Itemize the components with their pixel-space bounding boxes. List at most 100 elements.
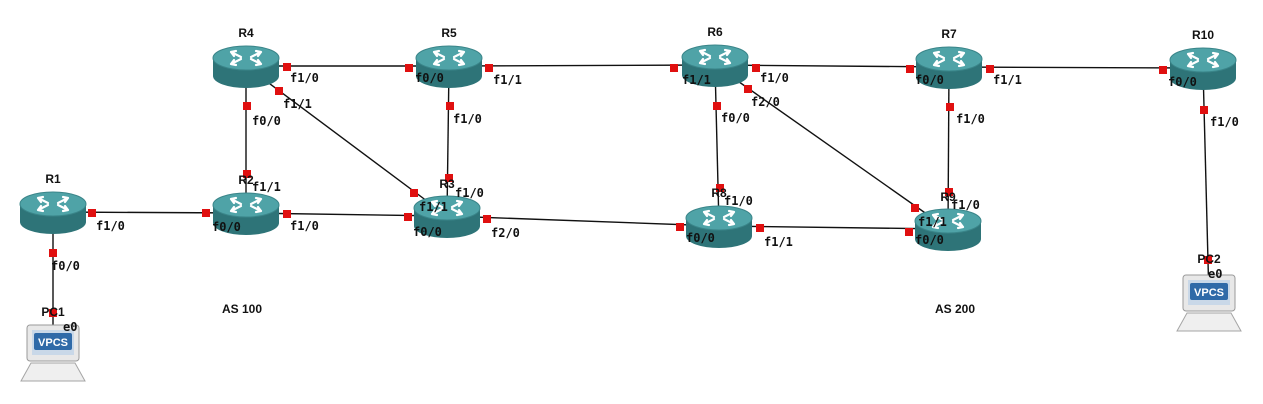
router-arrows-icon	[1186, 51, 1220, 69]
vpcs-screen-text: VPCS	[38, 337, 68, 349]
interface-label: f1/1	[993, 73, 1022, 87]
port-r2-f0-0[interactable]	[202, 209, 210, 217]
port-r1-f0-0[interactable]	[49, 249, 57, 257]
port-r4-f1-0[interactable]	[283, 63, 291, 71]
interface-label: f1/0	[290, 219, 319, 233]
router-r10[interactable]	[1169, 47, 1237, 90]
port-r5-f1-1[interactable]	[485, 64, 493, 72]
interface-label: f1/1	[419, 200, 448, 214]
router-arrows-icon	[702, 209, 736, 227]
interface-label: f0/0	[212, 220, 241, 234]
interface-label: f1/1	[493, 73, 522, 87]
node-label-r8: R8	[711, 186, 727, 200]
router-r1[interactable]	[19, 191, 87, 234]
interface-label: f1/1	[764, 235, 793, 249]
link-r6-r9[interactable]	[714, 64, 949, 230]
port-r10-f0-0[interactable]	[1159, 66, 1167, 74]
interface-label: f1/0	[290, 71, 319, 85]
vpcs-pc1[interactable]: VPCS	[20, 324, 86, 382]
router-r7[interactable]	[915, 46, 983, 89]
node-label-r10: R10	[1192, 28, 1214, 42]
port-r4-f0-0[interactable]	[243, 102, 251, 110]
router-arrows-icon	[931, 212, 965, 230]
port-r3-f0-0[interactable]	[404, 213, 412, 221]
as-label-as200: AS 200	[935, 302, 975, 316]
keyboard-base	[20, 362, 86, 382]
monitor-screen	[34, 333, 72, 350]
interface-label: f0/0	[252, 114, 281, 128]
interface-label: f1/1	[283, 97, 312, 111]
interface-label: f2/0	[751, 95, 780, 109]
port-r6-f1-1[interactable]	[670, 64, 678, 72]
node-label-r9: R9	[940, 190, 956, 204]
node-label-r1: R1	[45, 172, 61, 186]
port-r10-f1-0[interactable]	[1200, 106, 1208, 114]
interface-label: f1/0	[453, 112, 482, 126]
interface-label: f0/0	[51, 259, 80, 273]
link-r8-r9[interactable]	[718, 225, 949, 230]
router-r2[interactable]	[212, 192, 280, 235]
port-r6-f0-0[interactable]	[713, 102, 721, 110]
interface-label: f0/0	[1168, 75, 1197, 89]
link-r2-r3[interactable]	[245, 212, 448, 217]
port-r6-f2-0[interactable]	[744, 85, 752, 93]
node-label-r6: R6	[707, 25, 723, 39]
router-r4[interactable]	[212, 45, 280, 88]
port-r2-f1-1[interactable]	[243, 170, 251, 178]
router-top	[915, 46, 983, 72]
node-label-r4: R4	[238, 26, 254, 40]
port-pc1-e0[interactable]	[49, 309, 57, 317]
port-r2-f1-0[interactable]	[283, 210, 291, 218]
link-r7-r9[interactable]	[947, 66, 950, 230]
port-r9-f1-1[interactable]	[911, 204, 919, 212]
interface-label: f1/0	[951, 198, 980, 212]
node-label-r5: R5	[441, 26, 457, 40]
interface-label: f1/1	[682, 73, 711, 87]
interface-label: f0/0	[413, 225, 442, 239]
port-r5-f0-0[interactable]	[405, 64, 413, 72]
port-r1-f1-0[interactable]	[88, 209, 96, 217]
router-r9[interactable]	[914, 208, 982, 251]
router-r3[interactable]	[413, 195, 481, 238]
interface-label: f1/0	[96, 219, 125, 233]
port-r7-f0-0[interactable]	[906, 65, 914, 73]
router-arrows-icon	[430, 199, 464, 217]
port-r8-f1-0[interactable]	[716, 184, 724, 192]
interface-label: e0	[63, 320, 77, 334]
router-r6[interactable]	[681, 44, 749, 87]
port-r9-f1-0[interactable]	[945, 188, 953, 196]
router-top	[914, 208, 982, 234]
port-r9-f0-0[interactable]	[905, 228, 913, 236]
router-top	[415, 45, 483, 71]
interface-label: f0/0	[915, 73, 944, 87]
as-label-as100: AS 100	[222, 302, 262, 316]
node-label-pc2: PC2	[1197, 252, 1221, 266]
interface-label: f1/0	[760, 71, 789, 85]
link-r6-r8[interactable]	[714, 64, 720, 227]
link-r3-r8[interactable]	[446, 215, 720, 227]
node-label-r7: R7	[941, 27, 957, 41]
link-r5-r3[interactable]	[446, 65, 450, 217]
vpcs-pc2[interactable]: VPCS	[1176, 274, 1242, 332]
router-top	[1169, 47, 1237, 73]
router-r5[interactable]	[415, 45, 483, 88]
port-r3-f2-0[interactable]	[483, 215, 491, 223]
port-r4-f1-1[interactable]	[275, 87, 283, 95]
port-r8-f1-1[interactable]	[756, 224, 764, 232]
port-pc2-e0[interactable]	[1204, 256, 1212, 264]
port-r6-f1-0[interactable]	[752, 64, 760, 72]
port-r7-f1-0[interactable]	[946, 103, 954, 111]
router-arrows-icon	[229, 49, 263, 67]
vpcs-screen-text: VPCS	[1194, 287, 1224, 299]
port-r5-f1-0[interactable]	[446, 102, 454, 110]
router-arrows-icon	[698, 48, 732, 66]
node-label-r3: R3	[439, 177, 455, 191]
router-top	[681, 44, 749, 70]
port-r8-f0-0[interactable]	[676, 223, 684, 231]
router-r8[interactable]	[685, 205, 753, 248]
port-r7-f1-1[interactable]	[986, 65, 994, 73]
port-r3-f1-1[interactable]	[410, 189, 418, 197]
port-r3-f1-0[interactable]	[445, 174, 453, 182]
interface-label: f0/0	[915, 233, 944, 247]
